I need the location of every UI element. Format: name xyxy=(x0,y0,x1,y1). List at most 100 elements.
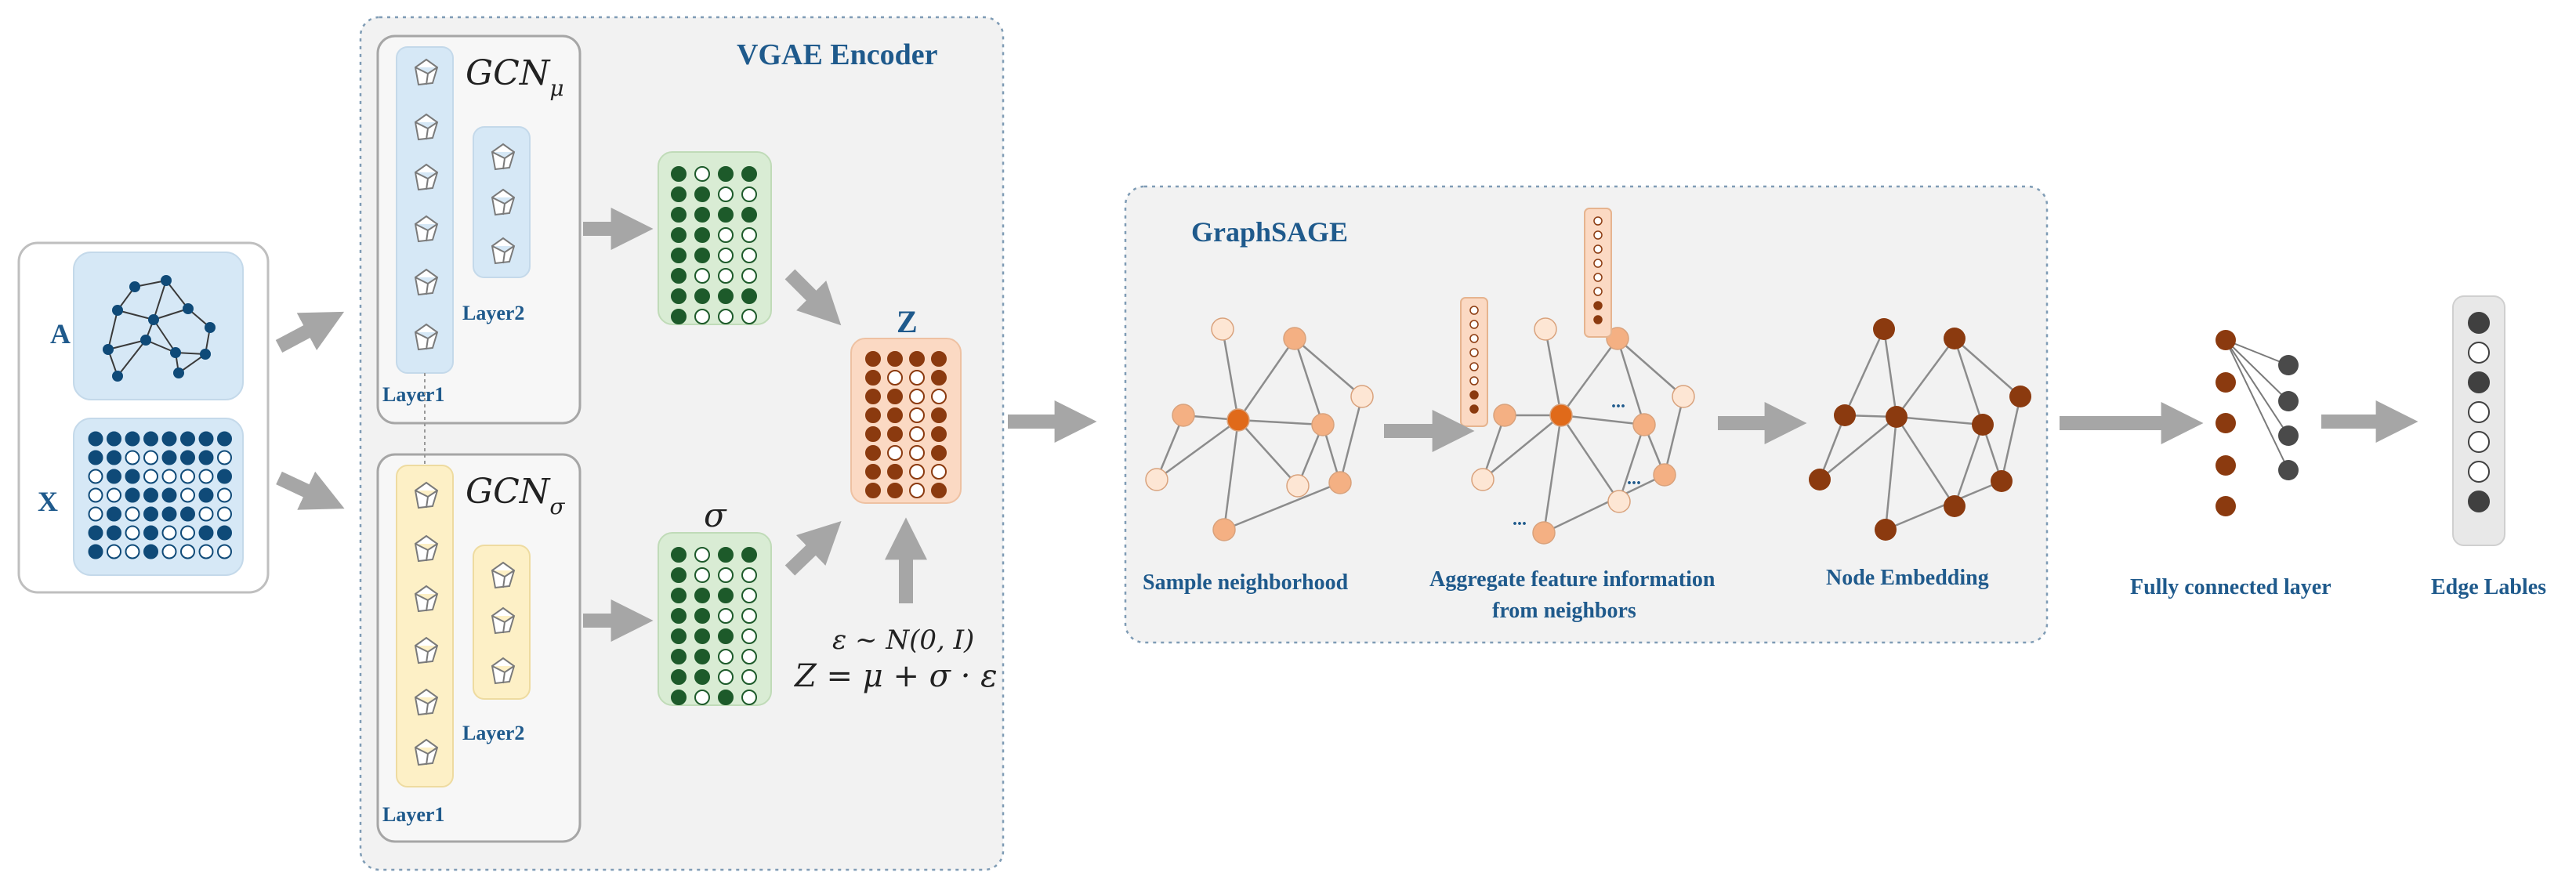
edge-labels-label: Edge Lables xyxy=(2431,575,2546,599)
layer-neuron-icon xyxy=(414,268,439,296)
layer-neuron-icon xyxy=(491,561,516,589)
matrix-cell xyxy=(88,544,103,559)
matrix-cell xyxy=(180,469,195,484)
matrix-cell xyxy=(694,608,710,624)
graphsage-panel: GraphSAGE ......... Sample neighborhood … xyxy=(1124,185,2049,644)
matrix-cell xyxy=(125,525,140,541)
graph-node xyxy=(129,281,140,292)
graph-edge xyxy=(1339,396,1364,483)
graph-edge xyxy=(165,280,189,310)
adjacency-label: A xyxy=(50,318,71,349)
matrix-cell xyxy=(931,407,947,423)
graph-edge xyxy=(1663,396,1685,476)
graph-node xyxy=(140,335,151,346)
matrix-cell xyxy=(694,248,710,263)
fc-input-neuron xyxy=(2216,372,2236,393)
matrix-cell xyxy=(671,690,687,705)
graph-node xyxy=(1328,471,1352,494)
matrix-cell xyxy=(694,690,710,705)
matrix-cell xyxy=(198,431,214,447)
ellipsis-label: ... xyxy=(1611,392,1625,412)
matrix-cell xyxy=(741,649,757,664)
matrix-cell xyxy=(694,649,710,664)
matrix-cell xyxy=(180,450,195,465)
graph-node xyxy=(1944,495,1966,517)
layer-neuron-icon xyxy=(414,215,439,243)
graph-edge xyxy=(117,310,154,320)
feature-cell xyxy=(1469,334,1479,343)
matrix-cell xyxy=(107,506,121,522)
aggregate-label-line2: from neighbors xyxy=(1492,599,1636,623)
matrix-cell xyxy=(671,588,687,603)
matrix-cell xyxy=(931,389,947,404)
feature-cell xyxy=(1469,390,1479,400)
edge-label-cell xyxy=(2468,431,2490,453)
graph-node xyxy=(1632,413,1656,436)
sample-neighborhood-graph xyxy=(1145,317,1374,541)
matrix-cell xyxy=(718,288,734,304)
matrix-cell xyxy=(865,351,881,367)
graph-edge xyxy=(1884,416,1898,530)
graph-node xyxy=(1672,385,1695,408)
matrix-cell xyxy=(180,544,195,559)
matrix-cell xyxy=(671,547,687,563)
layer-neuron-icon xyxy=(414,688,439,716)
vgae-title: VGAE Encoder xyxy=(737,38,938,71)
matrix-cell xyxy=(88,487,103,503)
matrix-cell xyxy=(865,445,881,461)
edge-label-cell xyxy=(2468,461,2490,483)
graph-edge xyxy=(1237,419,1299,487)
edge-label-cell xyxy=(2468,371,2490,393)
matrix-cell xyxy=(217,525,232,541)
aggregate-graph: ......... xyxy=(1460,208,1695,545)
layer-neuron-icon xyxy=(491,657,516,685)
graph-node xyxy=(1944,328,1966,349)
graph-node xyxy=(1471,468,1495,491)
matrix-cell xyxy=(741,547,757,563)
matrix-cell xyxy=(865,426,881,442)
matrix-cell xyxy=(88,525,103,541)
graph-edge xyxy=(1482,415,1562,480)
matrix-cell xyxy=(694,288,710,304)
matrix-cell xyxy=(198,487,214,503)
layer-icons xyxy=(414,58,516,766)
matrix-cell xyxy=(741,567,757,583)
matrix-cell xyxy=(887,389,903,404)
matrix-cell xyxy=(741,588,757,603)
graph-edge xyxy=(1221,328,1240,421)
edge-label-cell xyxy=(2468,342,2490,364)
graph-edge xyxy=(117,339,147,377)
matrix-cell xyxy=(909,426,925,442)
matrix-cell xyxy=(718,567,734,583)
matrix-cell xyxy=(198,525,214,541)
matrix-cell xyxy=(931,445,947,461)
matrix-cell xyxy=(107,469,121,484)
graph-node xyxy=(170,347,181,358)
graph-node xyxy=(1549,404,1573,427)
sample-neighborhood-label: Sample neighborhood xyxy=(1143,570,1349,595)
matrix-cell xyxy=(931,351,947,367)
gcn-mu-layer1-label: Layer1 xyxy=(382,383,444,406)
layer-neuron-icon xyxy=(414,323,439,351)
graph-node xyxy=(183,303,194,314)
matrix-cell xyxy=(125,487,140,503)
matrix-cell xyxy=(865,389,881,404)
matrix-cell xyxy=(671,207,687,223)
edge-label-cell xyxy=(2468,312,2490,334)
fc-output-neuron xyxy=(2278,460,2299,480)
matrix-cell xyxy=(694,669,710,685)
graph-node xyxy=(1311,413,1335,436)
graph-edge xyxy=(153,280,167,320)
fc-output-neuron xyxy=(2278,391,2299,411)
graph-node xyxy=(112,371,123,382)
matrix-cell xyxy=(107,450,121,465)
graph-node xyxy=(1211,317,1234,341)
feature-cell xyxy=(1469,376,1479,386)
graph-node xyxy=(1991,470,2013,492)
matrix-cell xyxy=(887,407,903,423)
matrix-cell xyxy=(671,288,687,304)
matrix-cell xyxy=(931,370,947,386)
input-panel: A X xyxy=(17,241,270,594)
matrix-cell xyxy=(694,567,710,583)
matrix-cell xyxy=(865,483,881,498)
